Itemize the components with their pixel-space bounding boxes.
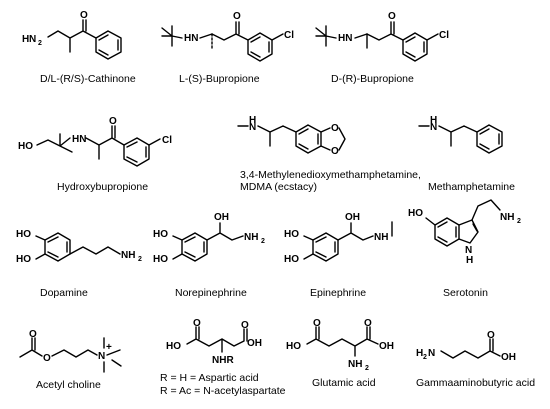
aspartic-o2: O [241,320,249,331]
d-bupropion-name: D-(R)-Bupropione [331,73,414,85]
acetylcholine-o2: O [43,353,51,364]
aspartic-name-line1: R = H = Aspartic acid [160,372,259,384]
glutamic-name: Glutamic acid [312,377,376,389]
hydroxybupropion-cl: Cl [162,135,172,146]
cathinone-carbonyl-o: O [80,10,88,21]
molecule-dopamine: HO HO NH 2 Dopamine [16,229,142,299]
dopamine-nh: NH [121,250,135,261]
acetylcholine-n: N [98,351,105,362]
cathinone-amine-n: N [29,34,36,45]
aspartic-ho: HO [166,341,181,352]
serotonin-nh: NH [500,212,514,223]
epinephrine-nh: NH [374,232,388,243]
l-bupropion-carbonyl-o: O [233,11,241,22]
molecule-mdma: H N O O 3,4-Methylenedioxymethamphetamin… [237,115,421,193]
cathinone-amine-sub: 2 [38,40,42,47]
serotonin-nh-sub: 2 [517,218,521,225]
norepinephrine-nh: NH [244,232,258,243]
l-bupropion-hn: HN [184,33,198,44]
gaba-name: Gammaaminobutyric acid [416,377,535,389]
serotonin-ring-h: H [466,255,473,266]
hydroxybupropion-hn: HN [72,134,86,145]
mdma-n: N [249,122,256,133]
dopamine-ho2: HO [16,254,31,265]
gaba-oh: OH [501,352,516,363]
d-bupropion-cl: Cl [439,30,449,41]
hydroxybupropion-name: Hydroxybupropione [57,181,148,193]
aspartic-name-line2: R = Ac = N-acetylaspartate [160,385,286,397]
gaba-o: O [487,330,495,341]
methamphetamine-h: H [430,115,437,126]
molecule-glutamic-acid: HO O O OH NH 2 Glutamic acid [286,318,394,389]
norepinephrine-oh: OH [214,212,229,223]
serotonin-ho: HO [408,208,423,219]
molecule-epinephrine: HO HO OH NH Epinephrine [284,212,393,299]
molecule-cathinone: H N 2 O D/L-(R/S)-Cathinone [22,10,136,85]
molecule-d-bupropion: HN O Cl D-(R)-Bupropione [315,11,449,85]
aspartic-nhr: NHR [212,355,234,366]
methamphetamine-n: N [430,122,437,133]
norepinephrine-ho2: HO [153,254,168,265]
molecule-aspartic-acid: HO O O OH NHR R = H = Aspartic acid R = … [160,318,286,397]
molecule-l-bupropion: HN O Cl L-(S)-Bupropione [161,11,294,85]
mdma-name-line2: MDMA (ecstacy) [240,181,317,193]
aspartic-o1: O [193,318,201,329]
epinephrine-ho2: HO [284,254,299,265]
acetylcholine-charge: + [106,342,112,353]
gaba-h: H [416,348,423,359]
molecule-serotonin: HO NH 2 N H Serotonin [408,199,521,299]
epinephrine-name: Epinephrine [310,287,366,299]
acetylcholine-o1: O [29,329,37,340]
hydroxybupropion-carbonyl-o: O [109,116,117,127]
dopamine-name: Dopamine [40,287,88,299]
cathinone-name: D/L-(R/S)-Cathinone [40,73,136,85]
glutamic-ho: HO [286,341,301,352]
serotonin-name: Serotonin [443,287,488,299]
d-bupropion-hn: HN [338,33,352,44]
molecule-acetylcholine: O O N + Acetyl choline [19,329,122,391]
molecule-gaba: H 2 N O OH Gammaaminobutyric acid [416,330,535,389]
norepinephrine-name: Norepinephrine [175,287,247,299]
l-bupropion-cl: Cl [284,30,294,41]
acetylcholine-name: Acetyl choline [36,379,101,391]
molecule-methamphetamine: H N Methamphetamine [418,115,515,193]
glutamic-nh-sub: 2 [365,365,369,372]
glutamic-o2: O [364,318,372,329]
mdma-o2: O [331,146,339,157]
dopamine-nh-sub: 2 [138,256,142,263]
d-bupropion-carbonyl-o: O [388,11,396,22]
dopamine-ho1: HO [16,229,31,240]
glutamic-o1: O [313,318,321,329]
molecule-norepinephrine: HO HO OH NH 2 Norepinephrine [153,212,265,299]
glutamic-oh: OH [379,341,394,352]
epinephrine-ho1: HO [284,229,299,240]
gaba-n: N [428,348,435,359]
mdma-o1: O [331,123,339,134]
norepinephrine-nh-sub: 2 [261,238,265,245]
cathinone-amine-h: H [22,34,29,45]
gaba-h-sub: 2 [423,354,427,361]
aspartic-oh: OH [247,338,262,349]
hydroxybupropion-ho: HO [18,141,33,152]
mdma-name-line1: 3,4-Methylenedioxymethamphetamine, [240,169,421,181]
molecule-hydroxybupropion: HO HN O Cl Hydroxybupropione [18,116,172,193]
l-bupropion-name: L-(S)-Bupropione [179,73,260,85]
norepinephrine-ho1: HO [153,229,168,240]
glutamic-nh: NH [348,359,362,370]
epinephrine-oh: OH [345,212,360,223]
serotonin-ring-n: N [465,245,472,256]
mdma-h: H [249,115,256,126]
methamphetamine-name: Methamphetamine [428,181,515,193]
